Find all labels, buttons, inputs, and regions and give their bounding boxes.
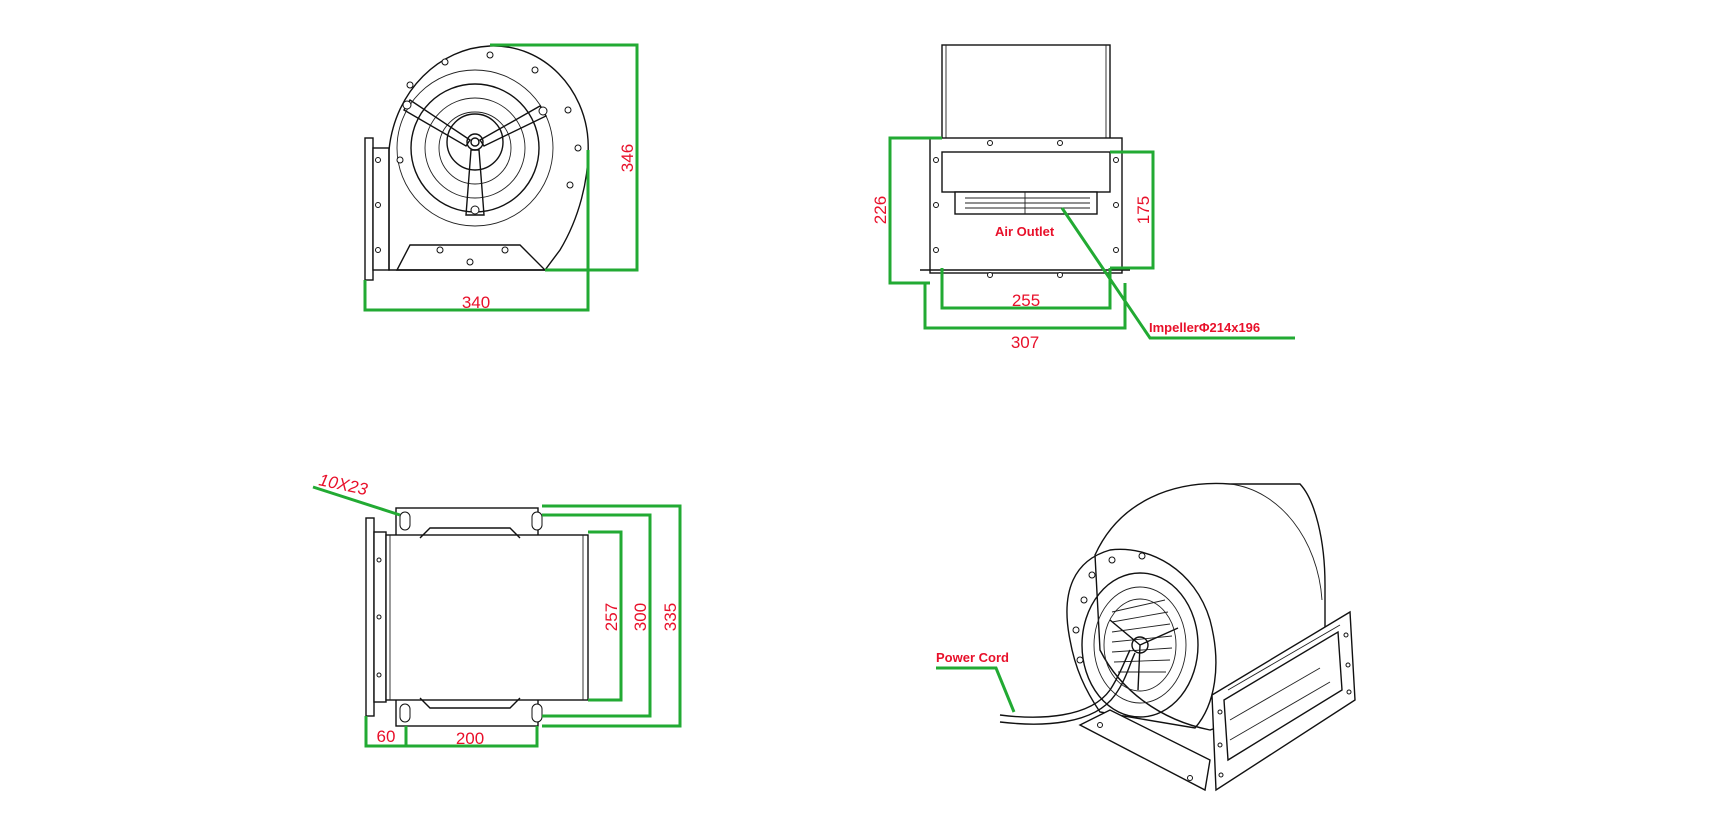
power-cord-label: Power Cord [936,650,1009,665]
dimension-255: 255 [1012,291,1040,310]
slot-10x23-label: 10X23 [317,470,370,499]
dimension-226: 226 [871,196,890,224]
dimension-200: 200 [456,729,484,748]
dimension-335: 335 [661,603,680,631]
top-view: 10X23 257 300 335 60 200 [312,470,682,748]
front-view: 226 175 255 307 Air Outlet ImpellerΦ214x… [871,44,1295,352]
isometric-view: Power Cord [936,482,1356,792]
side-view: 346 340 [363,43,639,312]
dimension-340: 340 [462,293,490,312]
front-view-housing [920,44,1130,278]
dimension-307: 307 [1011,333,1039,352]
dimension-175: 175 [1134,196,1153,224]
dimension-257: 257 [602,603,621,631]
front-view-dimensions: 226 175 255 307 Air Outlet ImpellerΦ214x… [871,136,1295,352]
side-view-housing [364,45,589,281]
side-view-dimensions: 346 340 [363,43,639,312]
air-outlet-label: Air Outlet [995,224,1055,239]
dimension-300: 300 [631,603,650,631]
top-view-housing [365,507,589,727]
dimension-346: 346 [618,144,637,172]
power-cord-callout: Power Cord [936,650,1016,713]
impeller-label: ImpellerΦ214x196 [1149,320,1260,335]
dimension-60: 60 [377,727,396,746]
